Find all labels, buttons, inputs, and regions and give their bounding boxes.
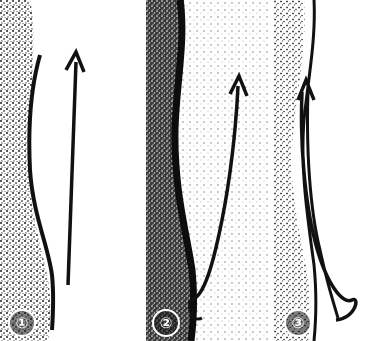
panel-step-3: ③ <box>274 0 365 341</box>
step-badge-2: ② <box>152 309 180 337</box>
panel-2-drawing <box>146 0 270 341</box>
panel-1-drawing <box>0 0 120 341</box>
panel-3-drawing <box>274 0 365 341</box>
panel-step-2: ② <box>146 0 270 341</box>
step-badge-1: ① <box>8 309 36 337</box>
tissue-band-1 <box>0 0 50 341</box>
corner-mark: 2 <box>32 14 40 28</box>
panel-step-1: 2 ① <box>0 0 120 341</box>
step-badge-3: ③ <box>284 309 312 337</box>
straight-arrow-shaft <box>68 62 76 285</box>
